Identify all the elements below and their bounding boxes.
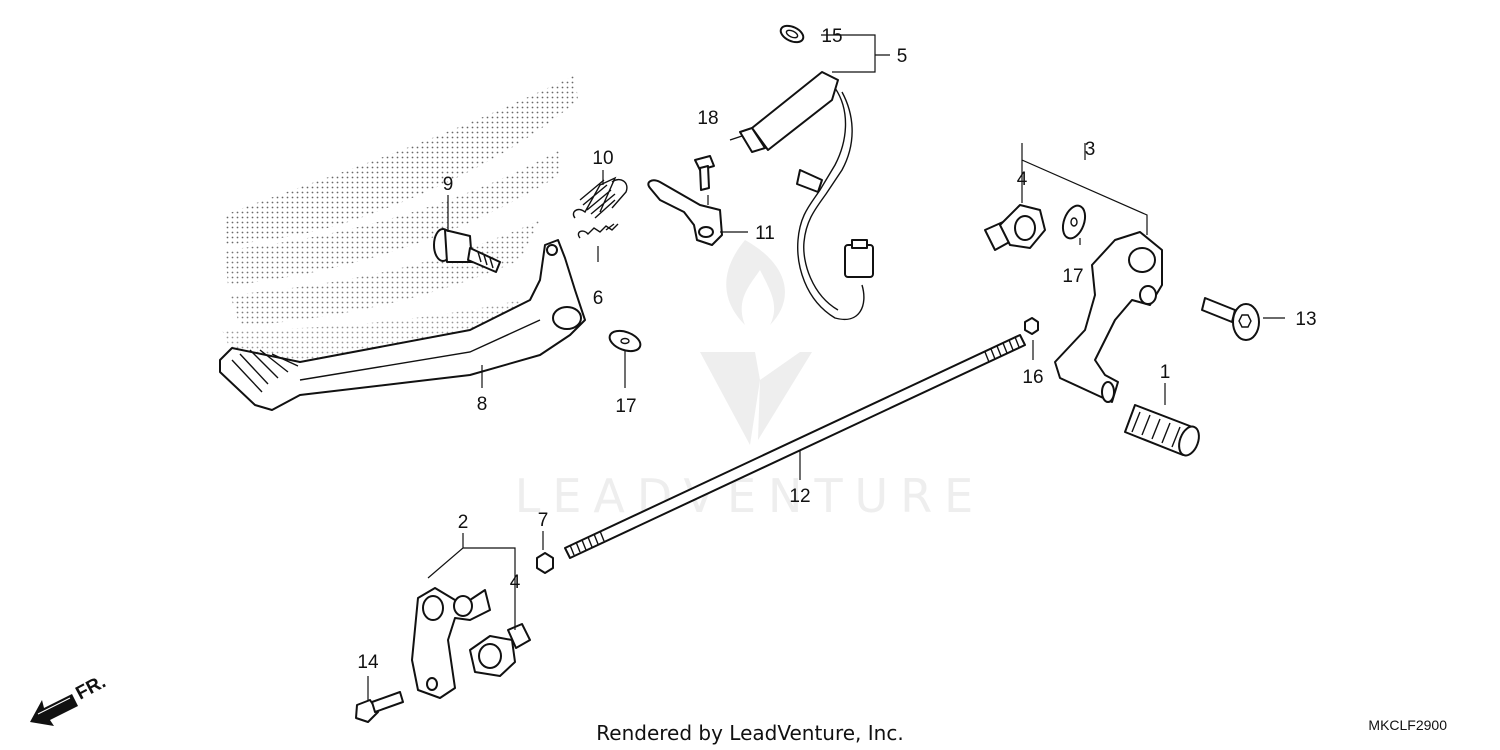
callout-13: 13 (1295, 309, 1316, 330)
callout-7: 7 (538, 510, 549, 531)
switch-bracket (647, 179, 723, 246)
front-label: FR. (72, 672, 109, 705)
small-spring (577, 223, 619, 239)
callout-17-right: 17 (1062, 266, 1083, 287)
shift-rubber (1124, 404, 1200, 457)
callout-5: 5 (897, 46, 908, 67)
joint-bolt (355, 691, 404, 723)
callout-14: 14 (357, 652, 379, 673)
callout-12: 12 (789, 486, 810, 507)
shift-arm (1054, 231, 1163, 403)
nut-upper (1024, 317, 1039, 335)
return-spring (572, 176, 628, 219)
callout-18: 18 (697, 108, 718, 129)
clip (779, 24, 805, 44)
washer-right (1061, 204, 1087, 240)
shift-rod (564, 334, 1026, 559)
callout-4-lower: 4 (510, 572, 521, 593)
stop-switch (729, 71, 874, 321)
callout-3: 3 (1085, 139, 1096, 160)
credit-text: Rendered by LeadVenture, Inc. (596, 721, 903, 745)
callout-4-upper: 4 (1017, 169, 1028, 190)
shift-arm-bolt (1201, 297, 1260, 341)
callout-9: 9 (443, 174, 454, 195)
front-direction-arrow: FR. (30, 672, 109, 726)
watermark-text: LEADVENTURE (515, 469, 986, 523)
brake-pedal (219, 239, 586, 411)
rod-end-lower (469, 623, 531, 677)
small-bolt (694, 155, 715, 191)
callout-6: 6 (593, 288, 604, 309)
callout-2: 2 (458, 512, 469, 533)
callout-16: 16 (1022, 367, 1043, 388)
shift-joint (411, 587, 491, 699)
arrow-icon (30, 694, 78, 726)
callout-17-left: 17 (615, 396, 636, 417)
watermark: LEADVENTURE (515, 240, 986, 523)
washer-left (608, 329, 642, 353)
callout-8: 8 (477, 394, 488, 415)
callouts: 1 2 3 4 4 5 6 7 8 9 10 11 12 13 14 15 16… (357, 26, 1316, 673)
leader-lines (367, 34, 1285, 700)
callout-15: 15 (821, 26, 842, 47)
rod-end-upper (984, 204, 1046, 251)
pivot-bolt (433, 228, 501, 273)
callout-1: 1 (1160, 362, 1171, 383)
diagram-code: MKCLF2900 (1368, 717, 1447, 733)
callout-10: 10 (592, 148, 613, 169)
callout-11: 11 (755, 223, 775, 244)
nut-lower (536, 552, 554, 574)
